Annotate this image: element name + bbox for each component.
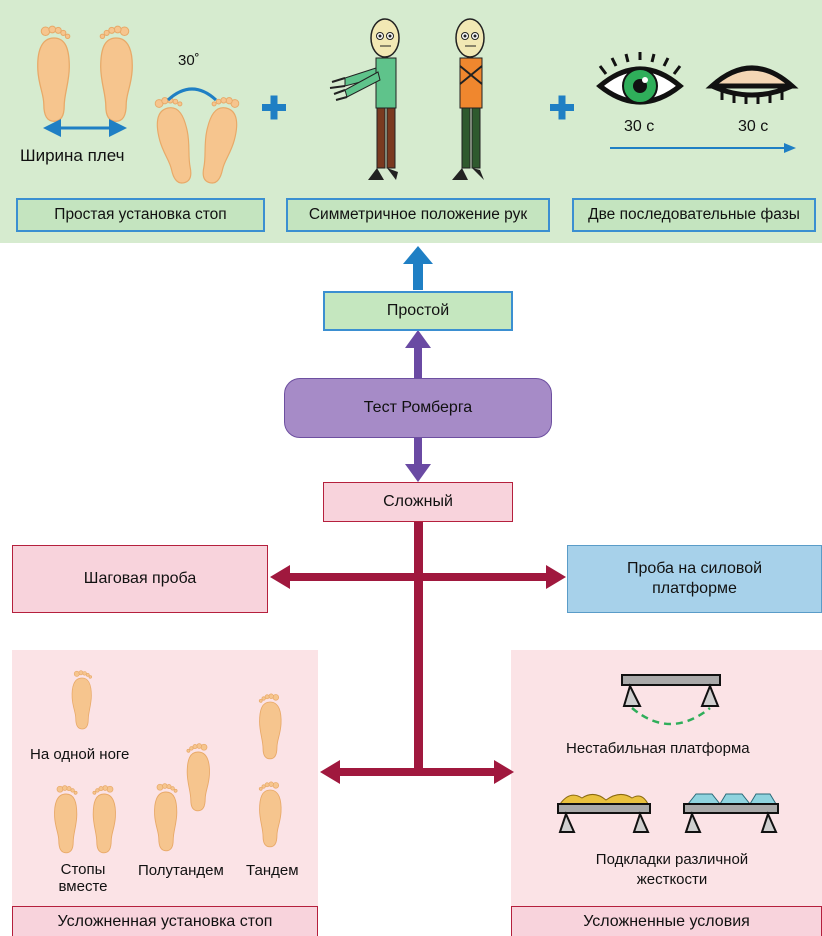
feet-together-icon <box>55 786 116 853</box>
step-test-box: Шаговая проба <box>12 545 268 613</box>
shoulder-width-text: Ширина плеч <box>20 146 124 166</box>
complex-feet-title: Усложненная установка стоп <box>12 906 318 936</box>
eye-closed-icon <box>712 68 792 104</box>
time-eyes-closed-text: 30 с <box>738 118 768 136</box>
feet-shoulder-width-icon <box>38 26 133 128</box>
angle-text: 30˚ <box>178 52 200 69</box>
hard-pad-platform-icon <box>684 794 778 832</box>
unstable-platform-text: Нестабильная платформа <box>566 740 750 757</box>
feet-together-text: Стопы вместе <box>48 862 118 895</box>
tandem-text: Тандем <box>246 862 299 879</box>
person-arms-crossed-icon <box>452 19 484 180</box>
feet-semi-tandem-icon <box>155 744 210 851</box>
complex-branch-arrows <box>270 522 566 784</box>
plus-icon <box>262 96 286 120</box>
semi-tandem-text: Полутандем <box>138 862 224 879</box>
person-arms-forward-icon <box>330 19 399 180</box>
label-two-phases: Две последовательные фазы <box>572 198 816 232</box>
feet-tandem-icon <box>259 694 281 847</box>
eye-open-icon <box>600 52 680 103</box>
complex-box: Сложный <box>323 482 513 522</box>
one-leg-text: На одной ноге <box>30 746 129 763</box>
label-symmetric-arms: Симметричное положение рук <box>286 198 550 232</box>
pads-text: Подкладки различной жесткости <box>572 850 772 889</box>
arrow-to-simple-details <box>403 246 433 290</box>
arrow-to-simple <box>405 330 431 378</box>
feet-30-degree-icon <box>151 89 243 186</box>
force-platform-box: Проба на силовой платформе <box>567 545 822 613</box>
arrow-to-complex <box>405 438 431 482</box>
plus-icon <box>550 96 574 120</box>
timeline-arrowhead <box>784 143 796 153</box>
label-simple-feet: Простая установка стоп <box>16 198 265 232</box>
complex-conditions-title: Усложненные условия <box>511 906 822 936</box>
foot-one-leg-icon <box>72 671 92 729</box>
time-eyes-open-text: 30 с <box>624 118 654 136</box>
romberg-test-box: Тест Ромберга <box>284 378 552 438</box>
soft-pad-platform-icon <box>558 794 650 832</box>
unstable-platform-icon <box>622 675 720 724</box>
simple-box: Простой <box>323 291 513 331</box>
